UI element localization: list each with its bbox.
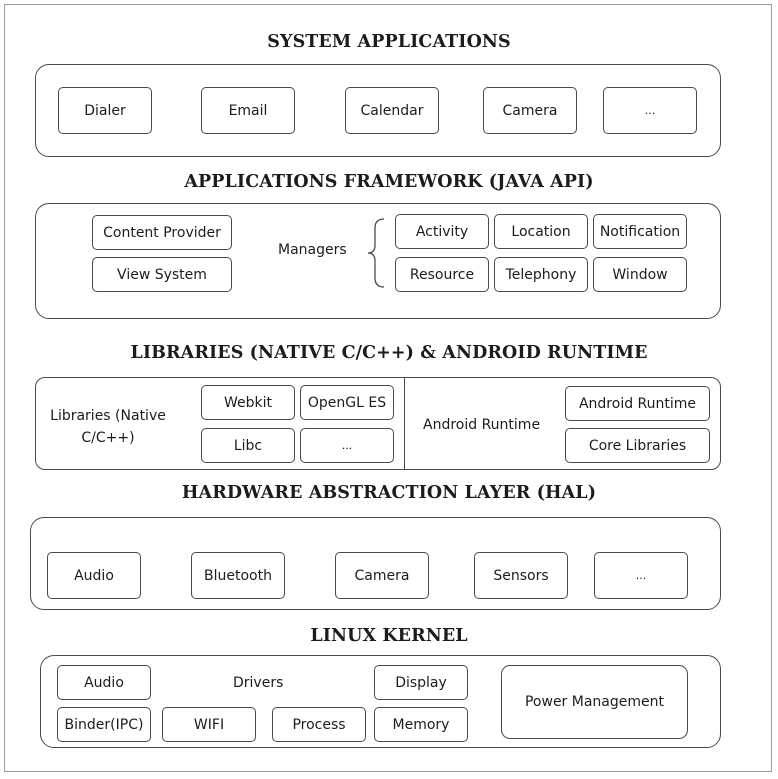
managers-brace	[367, 218, 385, 288]
driver-display-box: Display	[374, 665, 468, 700]
linux-kernel-title: LINUX KERNEL	[310, 626, 468, 646]
driver-process-box: Process	[272, 707, 366, 742]
managers-label: Managers	[278, 242, 347, 258]
libraries-more-box: ...	[300, 428, 394, 463]
app-calendar-box: Calendar	[345, 87, 439, 134]
hal-audio-box: Audio	[47, 552, 141, 599]
driver-audio-box: Audio	[57, 665, 151, 700]
hal-more-box: ...	[594, 552, 688, 599]
libraries-runtime-divider	[404, 378, 405, 469]
notification-manager-box: Notification	[593, 214, 687, 249]
system-applications-title: SYSTEM APPLICATIONS	[267, 32, 511, 52]
app-more-box: ...	[603, 87, 697, 134]
driver-memory-box: Memory	[374, 707, 468, 742]
hal-title: HARDWARE ABSTRACTION LAYER (HAL)	[181, 483, 597, 503]
opengl-es-box: OpenGL ES	[300, 385, 394, 420]
libc-box: Libc	[201, 428, 295, 463]
android-runtime-label: Android Runtime	[423, 417, 541, 433]
webkit-box: Webkit	[201, 385, 295, 420]
drivers-label: Drivers	[233, 675, 284, 691]
core-libraries-box: Core Libraries	[565, 428, 710, 463]
diagram-frame	[4, 4, 772, 772]
hal-sensors-box: Sensors	[474, 552, 568, 599]
libraries-native-label: Libraries (Native C/C++)	[40, 405, 176, 449]
telephony-manager-box: Telephony	[494, 257, 588, 292]
resource-manager-box: Resource	[395, 257, 489, 292]
applications-framework-title: APPLICATIONS FRAMEWORK (JAVA API)	[184, 172, 594, 192]
view-system-box: View System	[92, 257, 232, 292]
content-provider-box: Content Provider	[92, 215, 232, 250]
activity-manager-box: Activity	[395, 214, 489, 249]
libraries-native-label-line1: Libraries (Native	[50, 408, 166, 424]
hal-bluetooth-box: Bluetooth	[191, 552, 285, 599]
driver-wifi-box: WIFI	[162, 707, 256, 742]
libraries-native-label-line2: C/C++)	[81, 430, 135, 446]
app-camera-box: Camera	[483, 87, 577, 134]
hal-camera-box: Camera	[335, 552, 429, 599]
window-manager-box: Window	[593, 257, 687, 292]
libraries-runtime-title: LIBRARIES (NATIVE C/C++) & ANDROID RUNTI…	[130, 343, 648, 363]
power-management-box: Power Management	[501, 665, 688, 739]
android-runtime-box: Android Runtime	[565, 386, 710, 421]
app-email-box: Email	[201, 87, 295, 134]
location-manager-box: Location	[494, 214, 588, 249]
app-dialer-box: Dialer	[58, 87, 152, 134]
driver-binder-ipc-box: Binder(IPC)	[57, 707, 151, 742]
